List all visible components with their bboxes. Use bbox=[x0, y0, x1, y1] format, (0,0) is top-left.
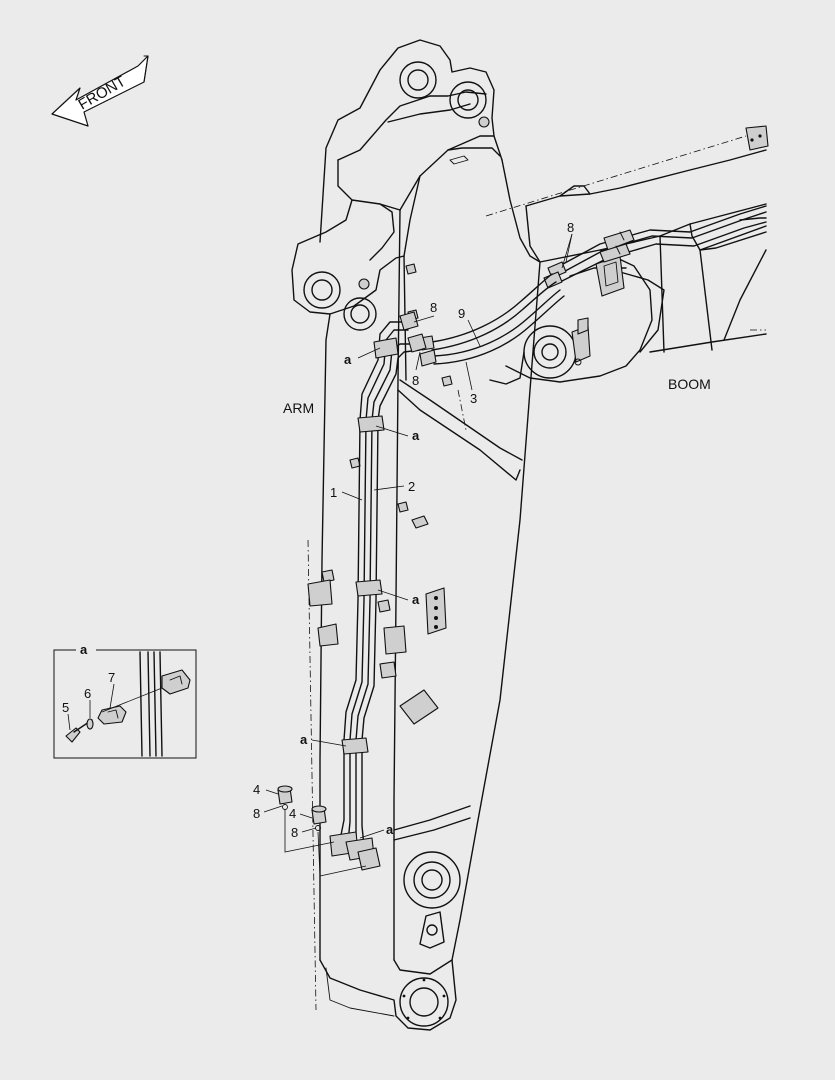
arm-boom-hoses bbox=[419, 273, 565, 367]
callout-a-2: a bbox=[412, 428, 420, 443]
callout-4-a: 4 bbox=[253, 782, 260, 797]
boom-outline bbox=[485, 125, 769, 385]
callout-a-5: a bbox=[386, 822, 394, 837]
callout-a-4: a bbox=[300, 732, 308, 747]
callout-8-d: 8 bbox=[291, 825, 298, 840]
detail-callout-7: 7 bbox=[108, 670, 115, 685]
callout-9: 9 bbox=[458, 306, 465, 321]
callout-labels: 8 9 8 8 3 1 2 4 8 4 8 a a a a a ARM BOOM bbox=[253, 220, 711, 840]
detail-callout-5: 5 bbox=[62, 700, 69, 715]
callout-a-1: a bbox=[344, 352, 352, 367]
callout-3: 3 bbox=[470, 391, 477, 406]
boom-label: BOOM bbox=[668, 376, 711, 392]
arm-pipes bbox=[329, 311, 427, 871]
callout-8-a: 8 bbox=[430, 300, 437, 315]
callout-2: 2 bbox=[408, 479, 415, 494]
caps-and-orings bbox=[277, 785, 367, 877]
callout-a-3: a bbox=[412, 592, 420, 607]
callout-8-c: 8 bbox=[253, 806, 260, 821]
callout-4-b: 4 bbox=[289, 806, 296, 821]
detail-inset-a: a 5 6 7 bbox=[53, 642, 197, 759]
boom-hoses bbox=[543, 205, 767, 289]
callout-1: 1 bbox=[330, 485, 337, 500]
arm-label: ARM bbox=[283, 400, 314, 416]
detail-callout-6: 6 bbox=[84, 686, 91, 701]
callout-8-top: 8 bbox=[567, 220, 574, 235]
leader-lines bbox=[263, 233, 573, 839]
front-arrow-icon: FRONT bbox=[51, 55, 149, 127]
arm-outline bbox=[291, 39, 541, 1031]
callout-8-b: 8 bbox=[412, 373, 419, 388]
detail-title: a bbox=[80, 642, 88, 657]
